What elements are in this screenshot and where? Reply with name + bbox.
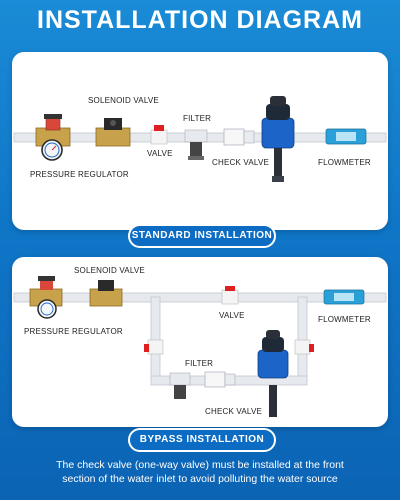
bypass-filter bbox=[169, 372, 191, 399]
bypass-pressure-regulator bbox=[29, 276, 63, 319]
bypass-pipe bbox=[13, 292, 387, 386]
standard-flowmeter bbox=[325, 128, 367, 145]
standard-installation-badge: STANDARD INSTALLATION bbox=[128, 224, 276, 248]
bypass-label-filter: FILTER bbox=[185, 359, 214, 368]
bypass-dosing-pump bbox=[257, 330, 289, 417]
label-valve: VALVE bbox=[147, 149, 173, 158]
label-filter: FILTER bbox=[183, 114, 212, 123]
standard-ball-valve bbox=[150, 125, 168, 145]
note-line-2: section of the water inlet to avoid poll… bbox=[62, 473, 338, 485]
bypass-right-branch-valve bbox=[294, 339, 314, 355]
note-line-1: The check valve (one-way valve) must be … bbox=[56, 459, 344, 471]
standard-check-valve bbox=[223, 128, 255, 146]
bypass-main-valve bbox=[221, 286, 239, 305]
bypass-label-solenoid-valve: SOLENOID VALVE bbox=[74, 266, 145, 275]
bypass-label-check-valve: CHECK VALVE bbox=[205, 407, 263, 416]
bypass-check-valve bbox=[204, 371, 236, 388]
standard-pressure-regulator bbox=[35, 114, 71, 161]
label-flowmeter: FLOWMETER bbox=[318, 158, 371, 167]
bypass-label-pressure-regulator: PRESSURE REGULATOR bbox=[24, 327, 123, 336]
check-valve-note: The check valve (one-way valve) must be … bbox=[10, 458, 390, 486]
bypass-flowmeter bbox=[323, 289, 365, 305]
label-solenoid-valve: SOLENOID VALVE bbox=[88, 96, 159, 105]
label-pressure-regulator: PRESSURE REGULATOR bbox=[30, 170, 129, 179]
bypass-installation-panel bbox=[12, 257, 388, 427]
standard-filter bbox=[184, 129, 208, 160]
bypass-solenoid-valve bbox=[89, 280, 123, 307]
standard-dosing-pump bbox=[261, 96, 295, 182]
label-check-valve: CHECK VALVE bbox=[212, 158, 270, 167]
bypass-installation-badge: BYPASS INSTALLATION bbox=[128, 428, 276, 452]
standard-solenoid-valve bbox=[95, 118, 131, 147]
bypass-label-valve: VALVE bbox=[219, 311, 245, 320]
bypass-left-branch-valve bbox=[144, 339, 164, 355]
bypass-label-flowmeter: FLOWMETER bbox=[318, 315, 371, 324]
page-title: INSTALLATION DIAGRAM bbox=[37, 6, 363, 34]
